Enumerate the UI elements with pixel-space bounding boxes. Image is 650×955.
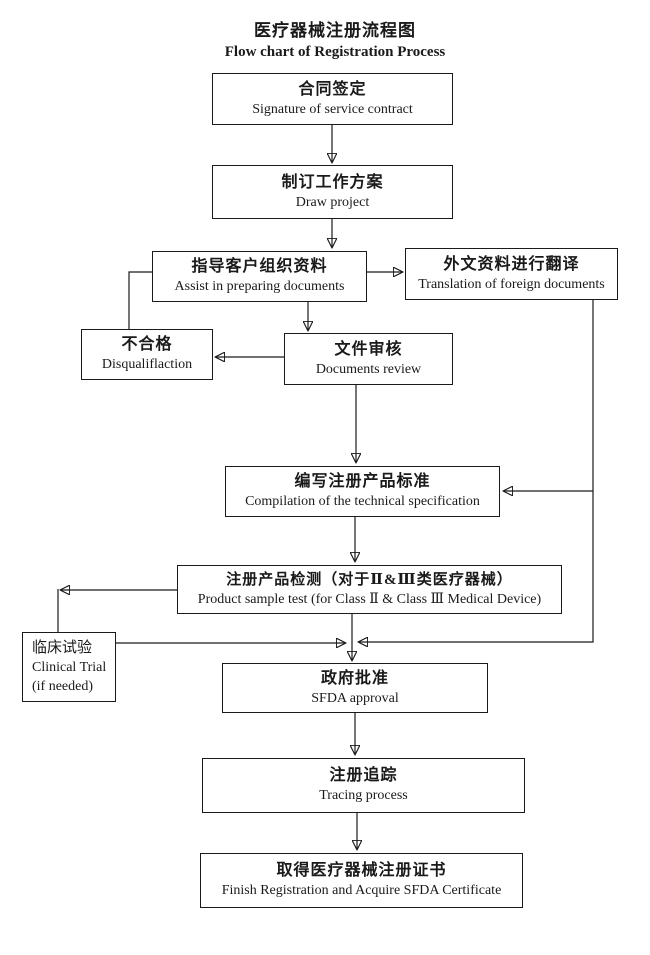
flow-box-sample-test-en: Product sample test (for Class Ⅱ & Class… [197,592,542,607]
flow-box-disqualification: 不合格 Disqualiflaction [81,329,213,380]
flow-box-prepare-docs-en: Assist in preparing documents [174,279,345,294]
flow-box-translation-zh: 外文资料进行翻译 [443,255,580,273]
flow-box-review-en: Documents review [315,361,422,377]
flow-box-project-en: Draw project [295,194,370,210]
flow-box-specification-en: Compilation of the technical specificati… [245,494,480,509]
arrow-translation-down-to-junction [359,300,594,642]
flow-box-tracing-zh: 注册追踪 [329,767,398,784]
flow-box-disqualification-en: Disqualiflaction [101,357,193,372]
flow-box-project: 制订工作方案 Draw project [212,165,453,219]
flow-box-translation-en: Translation of foreign documents [418,276,605,292]
flow-box-clinical-trial-note: (if needed) [32,679,94,694]
flow-box-certificate-en: Finish Registration and Acquire SFDA Cer… [221,883,502,898]
flow-box-clinical-trial-en: Clinical Trial [32,660,107,675]
flow-box-sample-test: 注册产品检测（对于Ⅱ&Ⅲ类医疗器械） Product sample test (… [177,565,562,614]
flow-box-approval: 政府批准 SFDA approval [222,663,488,713]
flow-box-sample-test-zh: 注册产品检测（对于Ⅱ&Ⅲ类医疗器械） [226,572,513,588]
page-title-en: Flow chart of Registration Process [224,44,446,60]
flow-box-prepare-docs-zh: 指导客户组织资料 [191,258,328,275]
flow-box-specification: 编写注册产品标准 Compilation of the technical sp… [225,466,500,517]
flow-box-disqualification-zh: 不合格 [121,336,173,353]
flow-box-approval-zh: 政府批准 [320,669,389,687]
page-title: 医疗器械注册流程图 Flow chart of Registration Pro… [85,20,585,62]
flow-box-review-zh: 文件审核 [334,340,403,358]
line-prepare-docs-to-disqualification [128,271,152,329]
flow-box-translation: 外文资料进行翻译 Translation of foreign document… [405,248,618,300]
flow-box-certificate-zh: 取得医疗器械注册证书 [276,862,447,879]
flow-box-clinical-trial: 临床试验 Clinical Trial (if needed) [22,632,116,702]
flow-box-tracing-en: Tracing process [319,788,408,803]
flow-box-clinical-trial-zh: 临床试验 [32,640,93,656]
flow-box-project-zh: 制订工作方案 [281,173,384,191]
flow-box-contract-zh: 合同签定 [298,80,367,98]
flow-box-review: 文件审核 Documents review [284,333,453,385]
flow-box-tracing: 注册追踪 Tracing process [202,758,525,813]
flow-box-approval-en: SFDA approval [311,690,399,706]
page-title-zh: 医疗器械注册流程图 [254,21,416,40]
flow-box-certificate: 取得医疗器械注册证书 Finish Registration and Acqui… [200,853,523,908]
flow-box-specification-zh: 编写注册产品标准 [294,473,431,490]
flow-box-contract-en: Signature of service contract [252,101,413,117]
flow-box-prepare-docs: 指导客户组织资料 Assist in preparing documents [152,251,367,302]
flow-box-contract: 合同签定 Signature of service contract [212,73,453,125]
